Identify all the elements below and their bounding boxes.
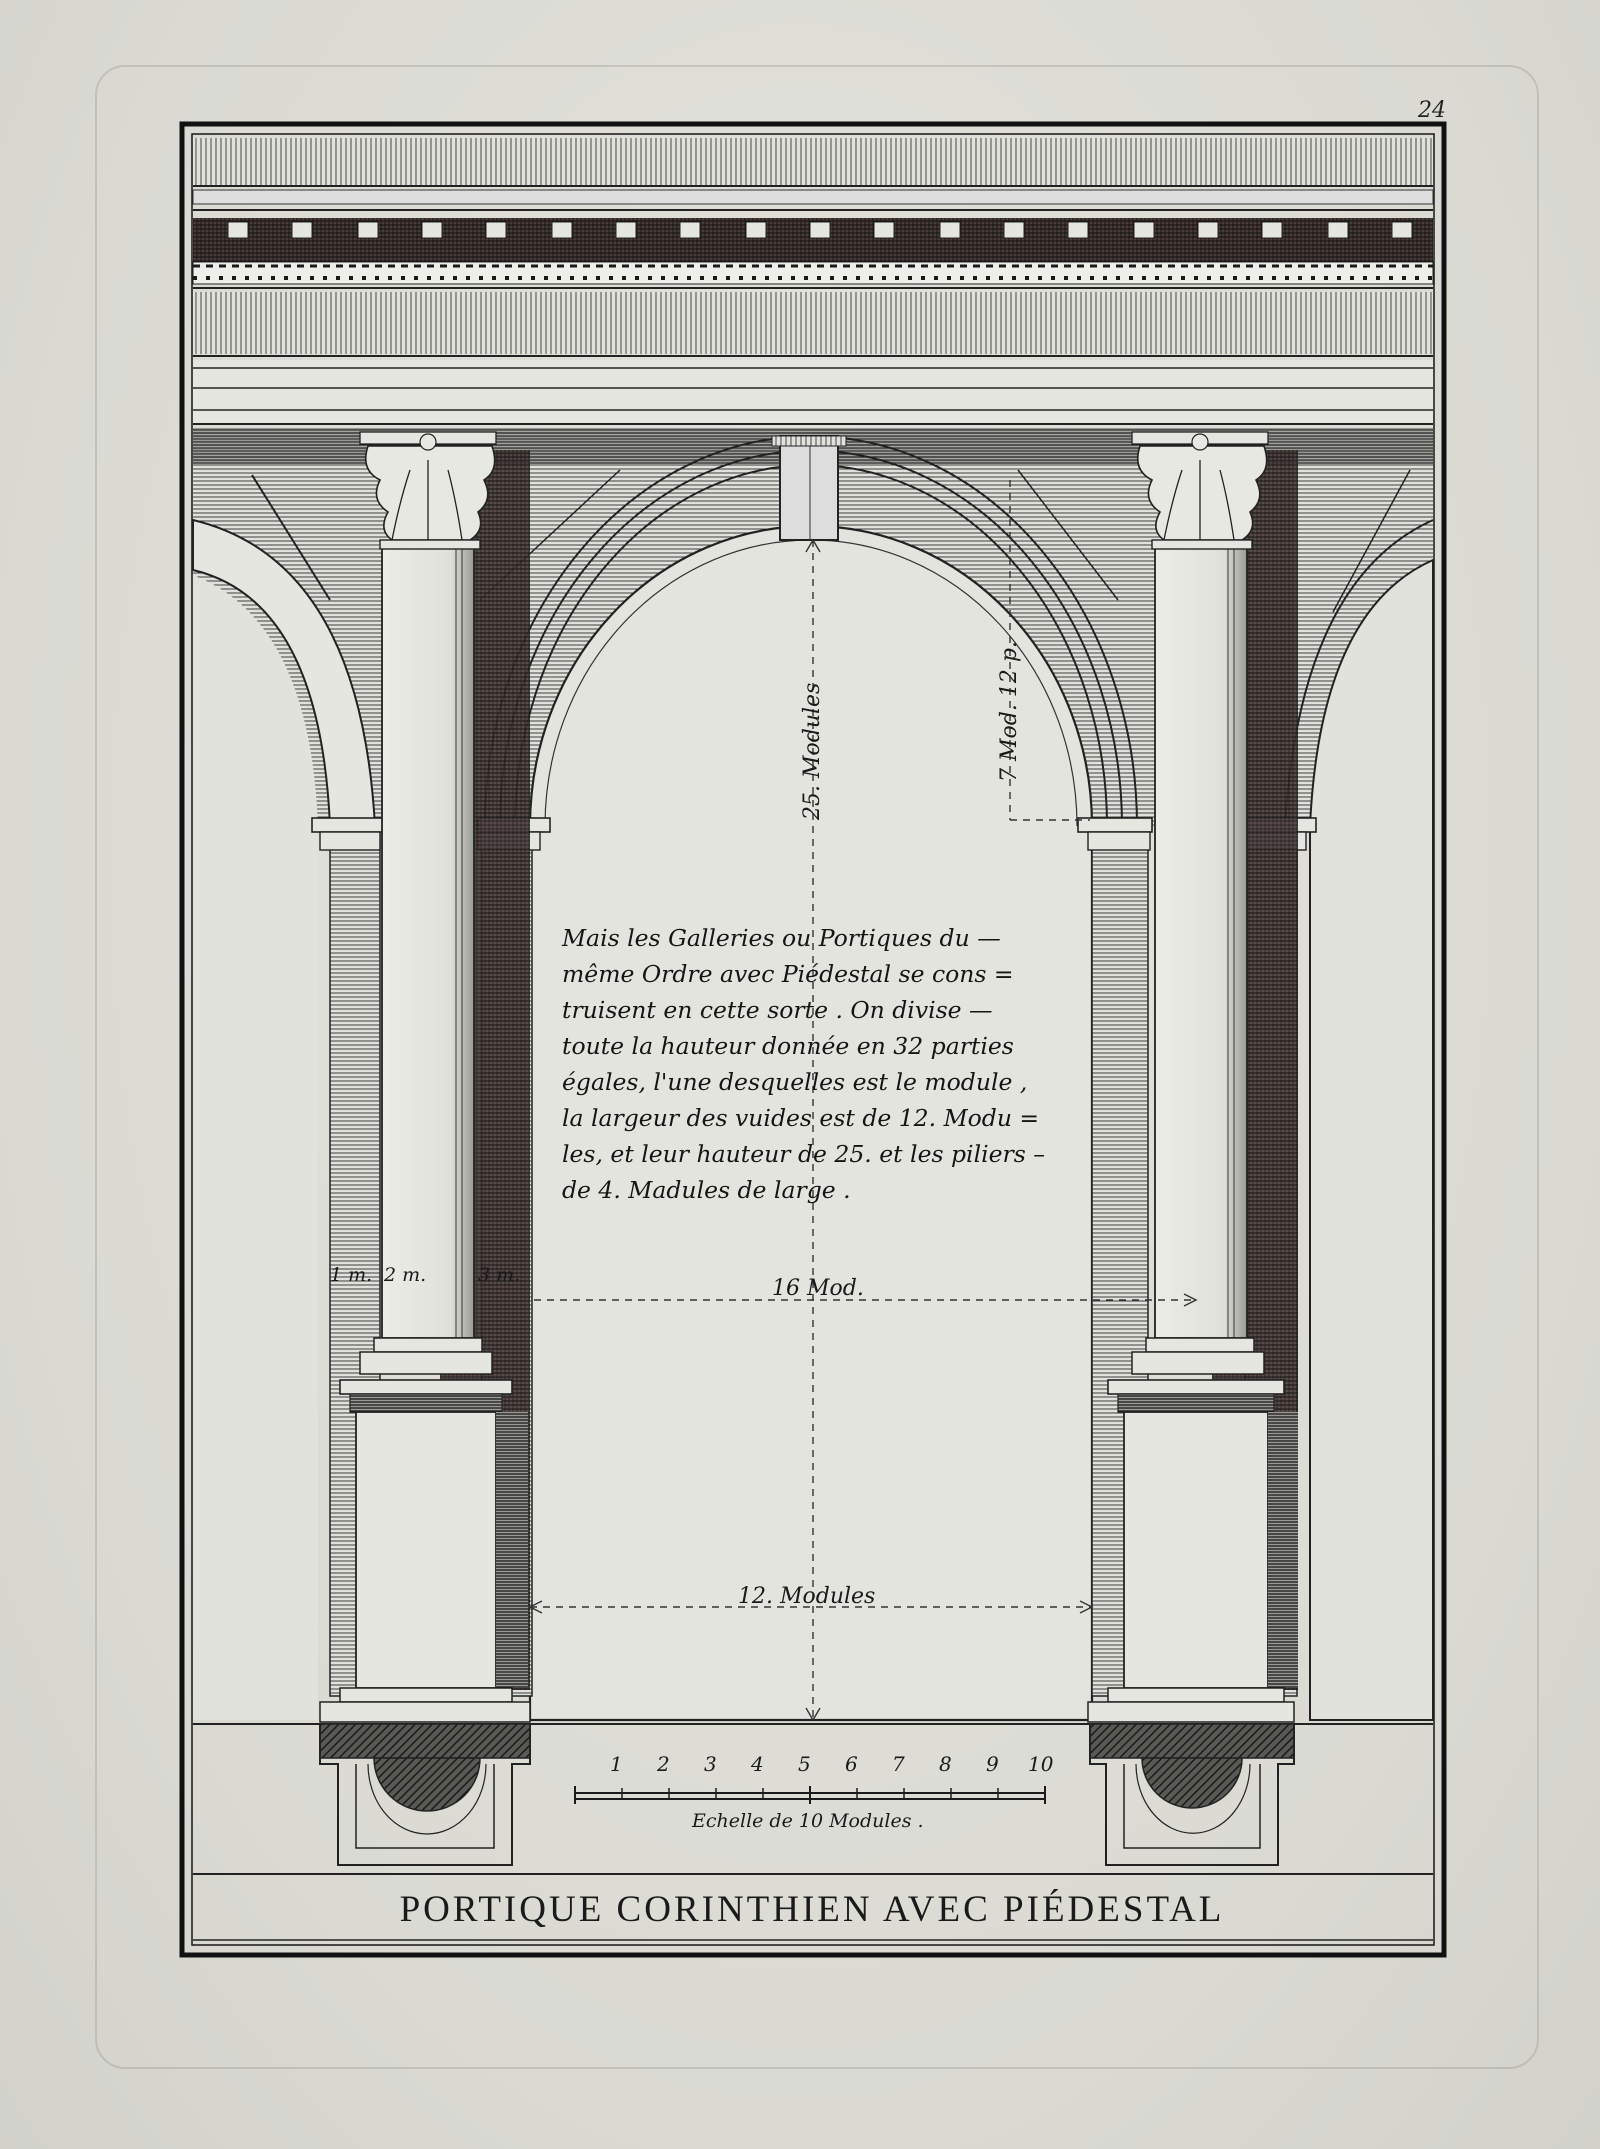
scale-tick-label: 2 xyxy=(657,1752,670,1776)
dimension-lines xyxy=(530,480,1196,1720)
opening-width-label: 12. Modules xyxy=(738,1584,876,1609)
scale-tick-label: 6 xyxy=(845,1752,858,1776)
note-line: de 4. Madules de large . xyxy=(562,1176,851,1204)
right-pier xyxy=(1077,431,1317,1723)
scale-tick-label: 8 xyxy=(939,1752,952,1776)
scale-ticks: 1 2 3 4 5 6 7 8 9 10 xyxy=(592,1752,1054,1782)
left-pier xyxy=(311,431,551,1723)
note-line: la largeur des vuides est de 12. Modu = xyxy=(562,1104,1040,1132)
note-line: Mais les Galleries ou Portiques du — xyxy=(562,924,1001,952)
description-text: Mais les Galleries ou Portiques du — mêm… xyxy=(562,920,1092,1208)
pier-module-label: 1 m. xyxy=(330,1264,373,1286)
pier-module-label: 2 m. xyxy=(384,1264,427,1286)
entablature xyxy=(192,138,1434,425)
plate-mark xyxy=(95,65,1539,2069)
scale-tick-label: 10 xyxy=(1028,1752,1054,1776)
scale-tick-label: 1 xyxy=(610,1752,623,1776)
plate-title: PORTIQUE CORINTHIEN AVEC PIÉDESTAL xyxy=(399,1889,1225,1930)
scale-tick-label: 9 xyxy=(986,1752,999,1776)
column-spacing-label: 16 Mod. xyxy=(772,1276,864,1301)
arches xyxy=(192,435,1434,1722)
scale-tick-label: 4 xyxy=(751,1752,764,1776)
arch-height-label: 25. Modules xyxy=(800,682,825,820)
note-line: les, et leur hauteur de 25. et les pilie… xyxy=(562,1140,1046,1168)
scale-tick-label: 7 xyxy=(892,1752,905,1776)
plate-number: 24 xyxy=(1418,98,1446,123)
scale-caption: Echelle de 10 Modules . xyxy=(692,1810,924,1832)
note-line: truisent en cette sorte . On divise — xyxy=(562,996,993,1024)
note-line: même Ordre avec Piédestal se cons = xyxy=(562,960,1014,988)
scale-bar xyxy=(574,1786,1046,1804)
scale-tick-label: 5 xyxy=(798,1752,811,1776)
left-plinth-plan xyxy=(319,1723,531,1866)
scale-tick-label: 3 xyxy=(704,1752,717,1776)
pier-module-label: 3 m. xyxy=(478,1264,521,1286)
keystone xyxy=(771,435,847,541)
note-line: égales, l'une desquelles est le module , xyxy=(562,1068,1028,1096)
note-line: toute la hauteur donnée en 32 parties xyxy=(562,1032,1014,1060)
arch-radius-label: 7 Mod. 12 p. xyxy=(997,641,1022,782)
right-plinth-plan xyxy=(1089,1723,1295,1866)
